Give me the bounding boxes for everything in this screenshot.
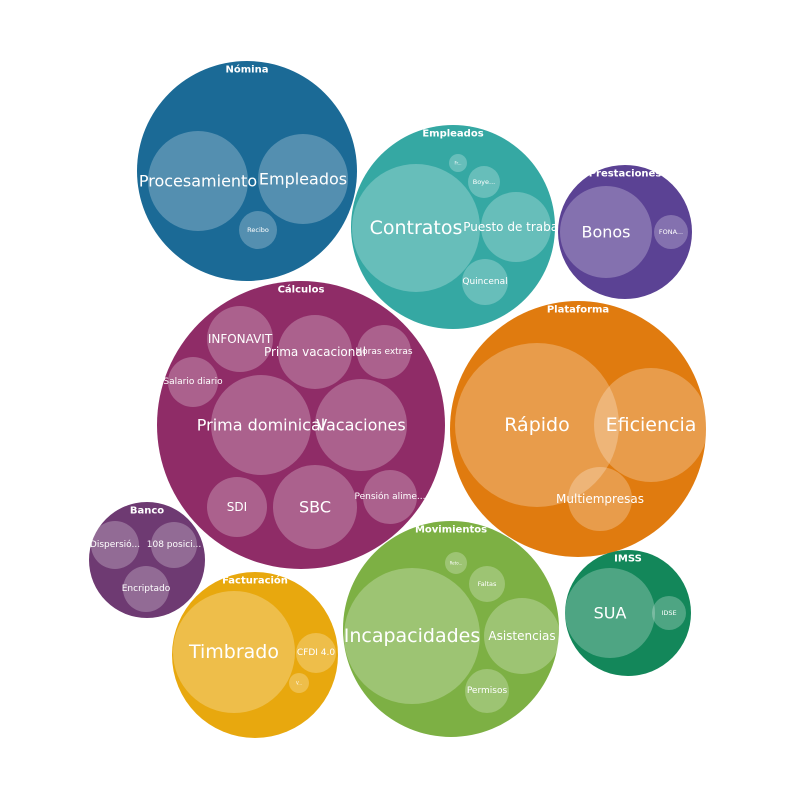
leaf-label-sdi: SDI — [227, 500, 247, 514]
leaf-bubble-contratos[interactable] — [352, 164, 480, 292]
leaf-bubble-procesamiento[interactable] — [148, 131, 248, 231]
leaf-label-boye: Boye... — [473, 178, 495, 186]
leaf-label-prima-vacacional: Prima vacacional — [264, 345, 366, 359]
leaf-label-quincenal: Quincenal — [462, 277, 507, 287]
leaf-bubble-boye[interactable] — [468, 166, 500, 198]
group-prestaciones[interactable]: Bonos FONA... Prestaciones — [558, 165, 692, 299]
leaf-bubble-108-posici[interactable] — [151, 522, 197, 568]
leaf-bubble-infonavit[interactable] — [207, 306, 273, 372]
group-bubble-empleados[interactable] — [351, 125, 555, 329]
leaf-bubble-sbc[interactable] — [273, 465, 357, 549]
leaf-label-infonavit: INFONAVIT — [208, 332, 273, 346]
leaf-bubble-timbrado[interactable] — [173, 591, 295, 713]
leaf-label-timbrado: Timbrado — [188, 641, 279, 663]
leaf-label-108-posici: 108 posici... — [147, 540, 201, 550]
leaf-bubble-permisos[interactable] — [465, 669, 509, 713]
leaf-label-dispersio: Dispersió... — [90, 539, 140, 550]
leaf-label-incapacidades: Incapacidades — [344, 625, 481, 647]
group-bubble-imss[interactable] — [565, 550, 691, 676]
leaf-label-cfdi-4-0: CFDI 4.0 — [297, 648, 335, 658]
group-title-facturacion: Facturación — [222, 575, 288, 587]
leaf-label-sua: SUA — [594, 604, 627, 623]
group-imss[interactable]: SUA IDSE IMSS — [565, 550, 691, 676]
group-facturacion[interactable]: Timbrado CFDI 4.0V... Facturación — [172, 572, 338, 738]
group-banco[interactable]: Dispersió... 108 posici... Encriptado Banco — [89, 502, 205, 618]
leaf-label-procesamiento: Procesamiento — [139, 172, 257, 191]
leaf-label-empleados: Empleados — [259, 170, 347, 189]
leaf-bubble-v[interactable] — [289, 673, 309, 693]
leaf-label-faltas: Faltas — [478, 580, 497, 588]
leaf-label-idse: IDSE — [661, 609, 676, 617]
group-title-imss: IMSS — [614, 554, 642, 565]
leaf-bubble-dispersio[interactable] — [91, 521, 139, 569]
leaf-label-fona: FONA... — [659, 228, 683, 236]
leaf-label-encriptado: Encriptado — [122, 584, 171, 594]
group-title-empleados: Empleados — [422, 129, 483, 140]
leaf-label-prima-dominical: Prima dominical — [197, 416, 325, 435]
leaf-bubble-sdi[interactable] — [207, 477, 267, 537]
leaf-bubble-pension-alime[interactable] — [363, 470, 417, 524]
leaf-bubble-cfdi-4-0[interactable] — [296, 633, 336, 673]
leaf-bubble-eficiencia[interactable] — [594, 368, 708, 482]
leaf-label-reto: Reto... — [450, 561, 463, 566]
group-title-plataforma: Plataforma — [547, 305, 609, 316]
leaf-bubble-sua[interactable] — [565, 568, 655, 658]
leaf-bubble-vacaciones[interactable] — [315, 379, 407, 471]
group-bubble-movimientos[interactable] — [343, 521, 559, 737]
leaf-label-vacaciones: Vacaciones — [316, 416, 405, 435]
leaf-bubble-rapido[interactable] — [455, 343, 619, 507]
leaf-label-contratos: Contratos — [370, 217, 463, 239]
leaf-bubble-asistencias[interactable] — [484, 598, 560, 674]
leaf-bubble-bonos[interactable] — [560, 186, 652, 278]
leaf-bubble-reto[interactable] — [445, 552, 467, 574]
leaf-bubble-puesto-de-trabajo[interactable] — [481, 192, 551, 262]
leaf-label-v: V... — [296, 681, 302, 686]
leaf-label-salario-diario: Salario diario — [163, 377, 223, 387]
leaf-label-asistencias: Asistencias — [488, 629, 555, 643]
group-title-calculos: Cálculos — [278, 284, 325, 296]
leaf-bubble-quincenal[interactable] — [462, 259, 508, 305]
leaf-label-rapido: Rápido — [504, 414, 569, 436]
group-title-movimientos: Movimientos — [415, 525, 487, 536]
leaf-bubble-prima-vacacional[interactable] — [278, 315, 352, 389]
leaf-label-sbc: SBC — [299, 498, 331, 517]
leaf-bubble-idse[interactable] — [652, 596, 686, 630]
leaf-label-eficiencia: Eficiencia — [606, 414, 697, 436]
leaf-bubble-salario-diario[interactable] — [168, 357, 218, 407]
leaf-label-multiempresas: Multiempresas — [556, 492, 644, 506]
group-bubble-calculos[interactable] — [157, 281, 445, 569]
leaf-label-permisos: Permisos — [467, 686, 508, 696]
group-bubble-plataforma[interactable] — [450, 301, 706, 557]
leaf-label-fr: Fr... — [454, 161, 461, 166]
leaf-bubble-recibo[interactable] — [239, 211, 277, 249]
group-title-prestaciones: Prestaciones — [589, 169, 662, 180]
leaf-bubble-incapacidades[interactable] — [344, 568, 480, 704]
group-bubble-prestaciones[interactable] — [558, 165, 692, 299]
group-bubble-banco[interactable] — [89, 502, 205, 618]
group-bubble-facturacion[interactable] — [172, 572, 338, 738]
leaf-bubble-multiempresas[interactable] — [568, 467, 632, 531]
leaf-label-puesto-de-trabajo: Puesto de trabajo — [463, 220, 569, 234]
leaf-label-bonos: Bonos — [581, 223, 630, 242]
group-title-banco: Banco — [130, 506, 164, 517]
leaf-bubble-prima-dominical[interactable] — [211, 375, 311, 475]
group-bubble-nomina[interactable] — [137, 61, 357, 281]
leaf-bubble-encriptado[interactable] — [123, 566, 169, 612]
leaf-label-horas-extras: Horas extras — [355, 347, 412, 357]
leaf-bubble-fr[interactable] — [449, 154, 467, 172]
leaf-bubble-fona[interactable] — [654, 215, 688, 249]
leaf-bubble-empleados[interactable] — [258, 134, 348, 224]
group-title-nomina: Nómina — [226, 64, 269, 76]
leaf-bubble-horas-extras[interactable] — [357, 325, 411, 379]
leaf-label-pension-alime: Pensión alime... — [354, 491, 425, 502]
leaf-bubble-faltas[interactable] — [469, 566, 505, 602]
leaf-label-recibo: Recibo — [247, 226, 269, 234]
